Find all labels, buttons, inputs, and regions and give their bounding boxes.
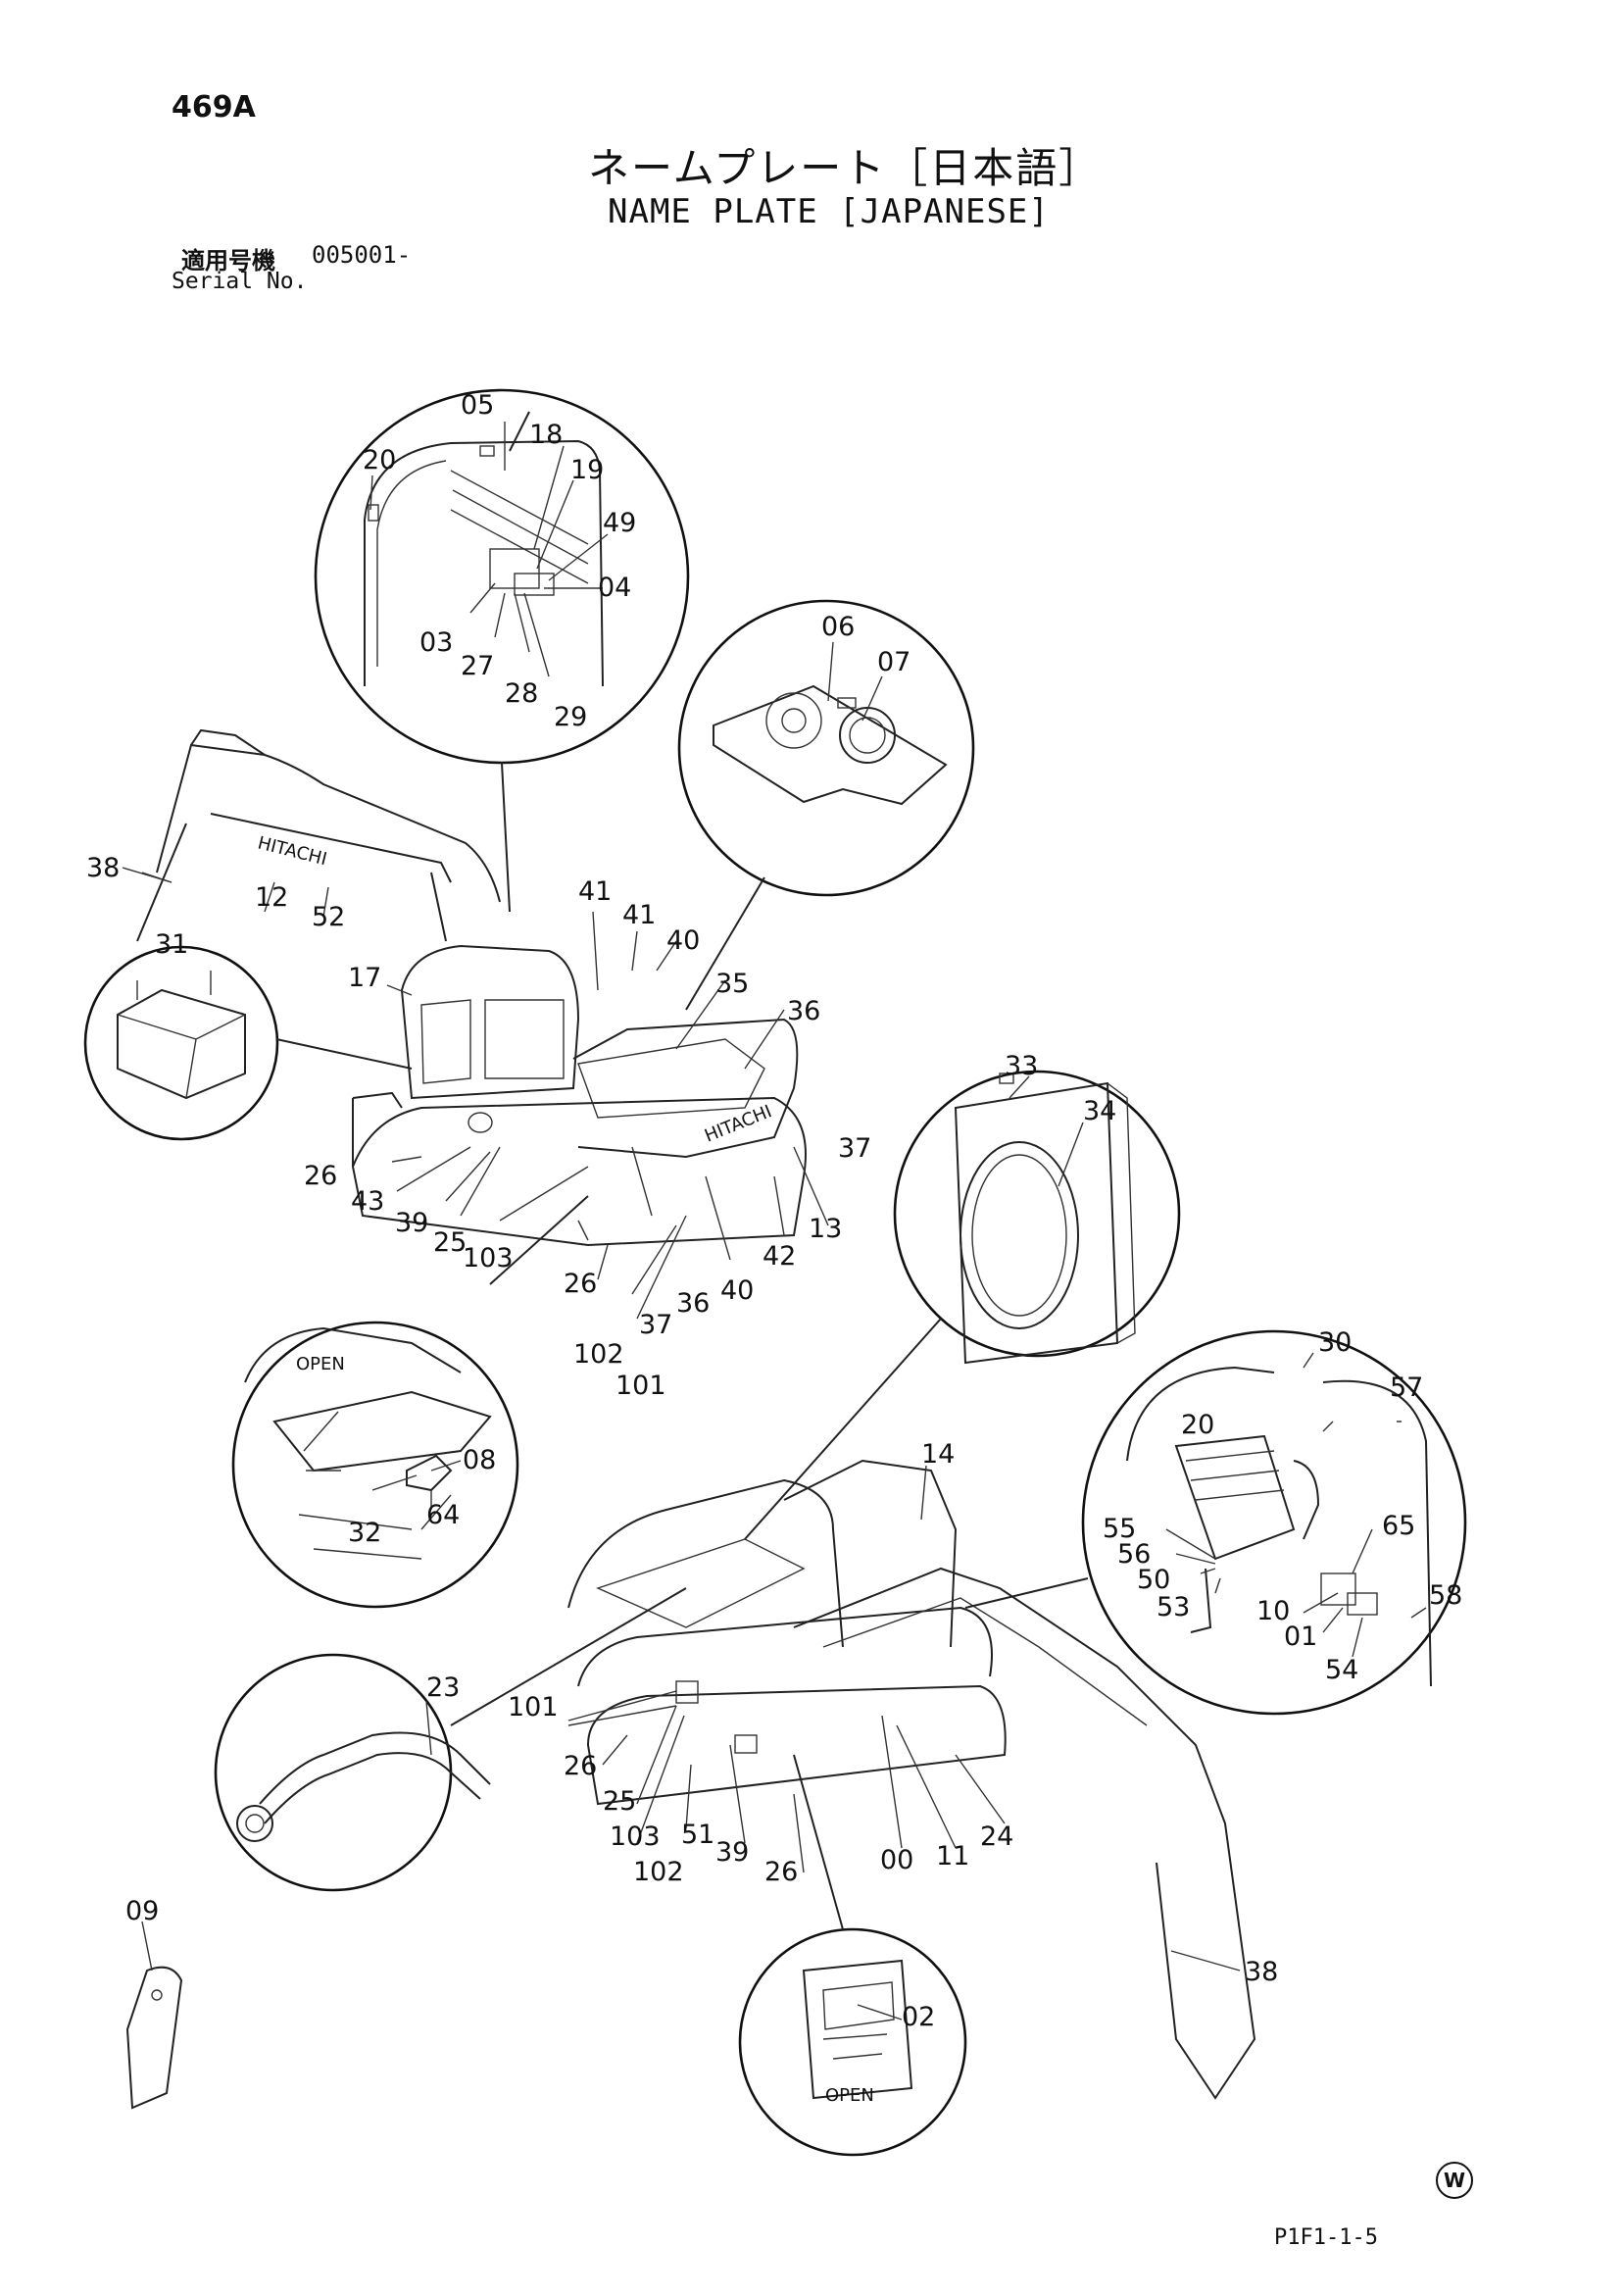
callout-label: 37: [639, 1310, 672, 1340]
callout-label: 29: [554, 702, 587, 732]
callout-label: 56: [1117, 1539, 1151, 1570]
detail-fuel-hose: [214, 1653, 491, 1892]
callout-label: 50: [1137, 1565, 1170, 1595]
callout-label: 18: [529, 420, 563, 450]
callout-label: 49: [603, 508, 636, 538]
callout-label: 103: [610, 1822, 661, 1852]
callout-label: 02: [902, 2002, 935, 2032]
callout-label: 23: [426, 1672, 460, 1703]
callout-label: 64: [426, 1500, 460, 1530]
callout-label: 51: [681, 1820, 714, 1850]
callout-label: 35: [715, 969, 749, 999]
callout-label: 54: [1325, 1655, 1358, 1685]
open-label-lever: OPEN: [296, 1354, 345, 1374]
callout-label: 39: [395, 1208, 428, 1238]
detail-electric-box: [83, 945, 279, 1141]
page-title-japanese: ネームプレート［日本語］: [588, 144, 1103, 192]
callout-label: 53: [1156, 1592, 1190, 1622]
callout-label: 40: [720, 1275, 754, 1306]
callout-label: 41: [578, 876, 612, 907]
callout-label: 31: [155, 929, 188, 960]
callout-label: 36: [676, 1288, 710, 1319]
callout-label: 36: [787, 996, 820, 1026]
detail-tool-box: [738, 1927, 967, 2157]
hitachi-label-boom: HITACHI: [256, 832, 329, 870]
callout-label: 07: [877, 647, 910, 677]
callout-label: 38: [1245, 1957, 1278, 1987]
callout-label: 38: [86, 853, 120, 883]
callout-label: 09: [125, 1896, 159, 1926]
open-label-toolbox: OPEN: [825, 2085, 874, 2106]
page-title-english: NAME PLATE [JAPANESE]: [608, 192, 1050, 231]
callout-label: 34: [1083, 1096, 1116, 1126]
serial-number-value: 005001-: [312, 241, 412, 269]
callout-label: 14: [921, 1439, 955, 1470]
callout-label: 102: [633, 1857, 684, 1887]
detail-cab-rear: [1081, 1329, 1467, 1716]
callout-label: 26: [764, 1857, 798, 1887]
callout-label: 25: [603, 1786, 636, 1817]
callout-label: 30: [1318, 1327, 1352, 1358]
callout-label: 26: [304, 1161, 337, 1191]
callout-label: 41: [622, 900, 656, 930]
callout-label: 32: [348, 1518, 381, 1548]
detail-lever-box: [231, 1321, 519, 1609]
serial-label-english: Serial No.: [172, 269, 308, 294]
callout-label: 13: [809, 1214, 842, 1244]
callout-label: 06: [821, 612, 855, 642]
callout-label: 03: [419, 627, 453, 658]
tag-09: [125, 1966, 183, 2110]
callout-label: 04: [598, 573, 631, 603]
callout-label: 65: [1382, 1511, 1415, 1541]
callout-label: 102: [573, 1339, 624, 1370]
callout-label: 52: [312, 902, 345, 932]
callout-label: 19: [570, 455, 604, 485]
callout-label: 24: [980, 1822, 1013, 1852]
callout-label: 40: [666, 925, 700, 956]
callout-label: 42: [763, 1241, 796, 1272]
callout-label: 12: [255, 882, 288, 913]
callout-numbers: 05 18 20 19 49 04 03 27 28 29 06 07 38 1…: [86, 390, 1462, 2032]
callout-label: 26: [564, 1269, 597, 1299]
callout-label: 00: [880, 1845, 913, 1875]
callout-label: 37: [838, 1133, 871, 1164]
leader-lines: [122, 422, 1427, 2021]
callout-label: 101: [508, 1692, 559, 1722]
callout-label: 57: [1390, 1373, 1423, 1403]
callout-label: 101: [615, 1371, 666, 1401]
callout-label: 28: [505, 678, 538, 709]
callout-label: 20: [363, 445, 396, 475]
callout-label: 11: [936, 1841, 969, 1872]
drawing-code: P1F1-1-5: [1274, 2225, 1378, 2250]
callout-label: 39: [715, 1837, 749, 1868]
callout-label: 01: [1284, 1622, 1317, 1652]
machine-view-rear: [567, 1459, 1256, 2100]
callout-label: 05: [461, 390, 494, 421]
callout-label: 26: [564, 1751, 597, 1781]
callout-label: 17: [348, 963, 381, 993]
detail-radiator: [893, 1070, 1181, 1365]
callout-label: 103: [463, 1243, 514, 1273]
callout-label: 20: [1181, 1410, 1214, 1440]
callout-label: 58: [1429, 1580, 1462, 1611]
machine-view-front: [136, 728, 807, 1247]
callout-label: 27: [461, 651, 494, 681]
detail-cab-interior: [314, 388, 690, 765]
serial-label-japanese: 適用号機: [181, 247, 275, 275]
callout-label: 43: [351, 1186, 384, 1217]
detail-horn: [677, 599, 975, 897]
callout-label: 33: [1005, 1051, 1038, 1081]
callout-label: 08: [463, 1445, 496, 1475]
page-number: 469A: [172, 90, 256, 125]
callout-label: 25: [433, 1227, 467, 1258]
callout-label: 10: [1256, 1596, 1290, 1626]
callout-label: 55: [1103, 1514, 1136, 1544]
w-mark: W: [1436, 2162, 1473, 2199]
